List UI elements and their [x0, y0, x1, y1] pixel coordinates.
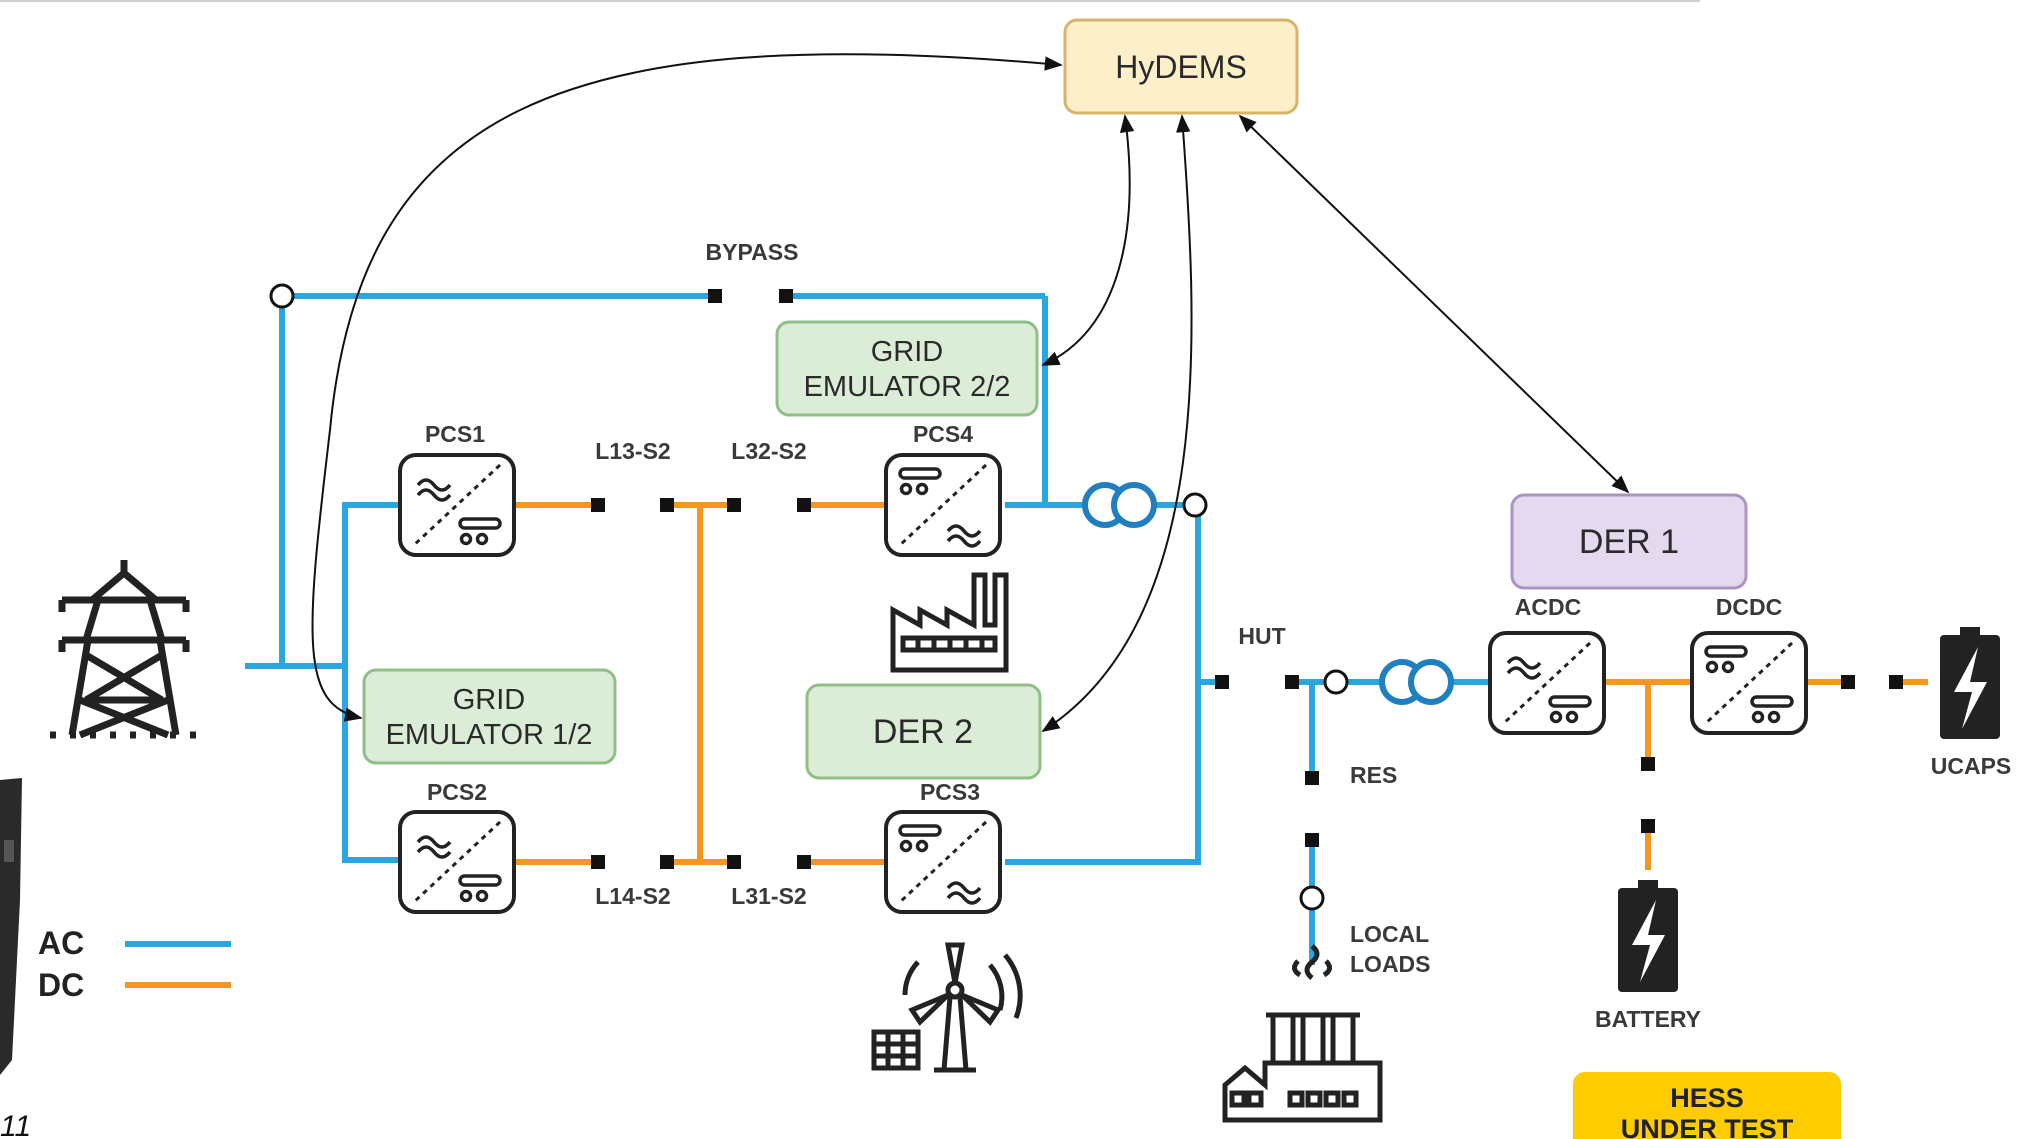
- res-label: RES: [1350, 762, 1397, 788]
- breaker-l14-right: [660, 855, 674, 869]
- battery-icon: [1618, 880, 1678, 992]
- breaker-res-top: [1305, 771, 1319, 785]
- l31-label: L31-S2: [731, 883, 806, 909]
- dcdc-converter-icon: [1690, 631, 1808, 735]
- grid-emulator-1-box[interactable]: GRID EMULATOR 1/2: [362, 668, 617, 765]
- line-legend: AC DC: [38, 925, 231, 1003]
- bypass-label: BYPASS: [706, 239, 799, 265]
- breaker-l31-left: [727, 855, 741, 869]
- hut-label: HUT: [1238, 623, 1285, 649]
- breaker-l13-right: [660, 498, 674, 512]
- meas-point-bypass: [269, 283, 295, 309]
- local-loads-label-line1: LOCAL: [1350, 921, 1429, 947]
- breaker-battery-bottom: [1641, 819, 1655, 833]
- breaker-res-bottom: [1305, 833, 1319, 847]
- hydems-label: HyDEMS: [1115, 49, 1247, 85]
- breaker-hut-right: [1285, 675, 1299, 689]
- grid-emulator-2-label-line2: EMULATOR 2/2: [804, 371, 1011, 403]
- transformer-1-icon: [1082, 482, 1157, 528]
- pcs1-converter-icon: [398, 453, 516, 557]
- breaker-ucaps-right: [1889, 675, 1903, 689]
- breaker-battery-top: [1641, 757, 1655, 771]
- link-hydems-der2: [1041, 114, 1193, 732]
- grid-emulator-1-label-line2: EMULATOR 1/2: [386, 719, 593, 751]
- breaker-bypass-left: [708, 289, 722, 303]
- transmission-tower-icon: [50, 560, 198, 739]
- pcs2-label: PCS2: [427, 779, 487, 805]
- der2-box[interactable]: DER 2: [805, 683, 1042, 780]
- der1-label: DER 1: [1579, 523, 1679, 561]
- factory-icon: [890, 572, 1009, 673]
- local-loads-label-line2: LOADS: [1350, 951, 1431, 977]
- link-hydems-grid-emulator-2: [1041, 114, 1135, 366]
- pcs1-label: PCS1: [425, 421, 485, 447]
- pcs4-converter-icon: [884, 453, 1002, 557]
- ucaps-label: UCAPS: [1931, 753, 2012, 779]
- hess-under-test-badge: HESS UNDER TEST: [1573, 1072, 1841, 1139]
- hess-label-line2: UNDER TEST: [1621, 1114, 1794, 1139]
- legend-ac-label: AC: [38, 925, 84, 961]
- hydems-box[interactable]: HyDEMS: [1063, 18, 1299, 115]
- acdc-converter-icon: [1488, 631, 1606, 735]
- l13-label: L13-S2: [595, 438, 670, 464]
- hydems-communication-links: [311, 53, 1630, 732]
- left-edge-photo-fragment: [0, 778, 22, 1075]
- ac-line-main-bus: [1005, 502, 1201, 865]
- grid-emulator-2-label-line1: GRID: [871, 336, 944, 368]
- legend-dc-label: DC: [38, 967, 84, 1003]
- meas-point-hut: [1323, 669, 1349, 695]
- industrial-load-icon: [1222, 944, 1383, 1123]
- pcs3-converter-icon: [884, 810, 1002, 914]
- breaker-ucaps-left: [1841, 675, 1855, 689]
- link-hydems-der1: [1238, 114, 1630, 494]
- meas-point-main: [1182, 492, 1208, 518]
- breaker-l32-left: [727, 498, 741, 512]
- breaker-l13-left: [591, 498, 605, 512]
- der2-label: DER 2: [873, 713, 973, 751]
- breaker-l32-right: [797, 498, 811, 512]
- l14-label: L14-S2: [595, 883, 670, 909]
- grid-emulator-1-label-line1: GRID: [453, 684, 526, 716]
- der1-box[interactable]: DER 1: [1510, 493, 1748, 590]
- breaker-l14-left: [591, 855, 605, 869]
- pcs4-label: PCS4: [913, 421, 973, 447]
- link-hydems-grid-emulator-1: [311, 53, 1063, 722]
- component-labels: BYPASS PCS1 L13-S2 L32-S2 PCS4 PCS2 PCS3…: [425, 239, 2011, 1032]
- page-number: 11: [0, 1110, 31, 1139]
- wind-turbine-solar-icon: [871, 942, 1023, 1073]
- pcs3-label: PCS3: [920, 779, 980, 805]
- dcdc-label: DCDC: [1716, 594, 1782, 620]
- l32-label: L32-S2: [731, 438, 806, 464]
- transformer-2-icon: [1379, 659, 1454, 705]
- grid-emulator-2-box[interactable]: GRID EMULATOR 2/2: [775, 320, 1039, 417]
- pcs2-converter-icon: [398, 810, 516, 914]
- breaker-hut-left: [1215, 675, 1229, 689]
- meas-point-loads: [1299, 885, 1325, 911]
- breaker-bypass-right: [779, 289, 793, 303]
- acdc-label: ACDC: [1515, 594, 1581, 620]
- ultracapacitor-icon: [1940, 627, 2000, 739]
- breaker-l31-right: [797, 855, 811, 869]
- hess-label-line1: HESS: [1670, 1083, 1744, 1113]
- battery-label: BATTERY: [1595, 1006, 1701, 1032]
